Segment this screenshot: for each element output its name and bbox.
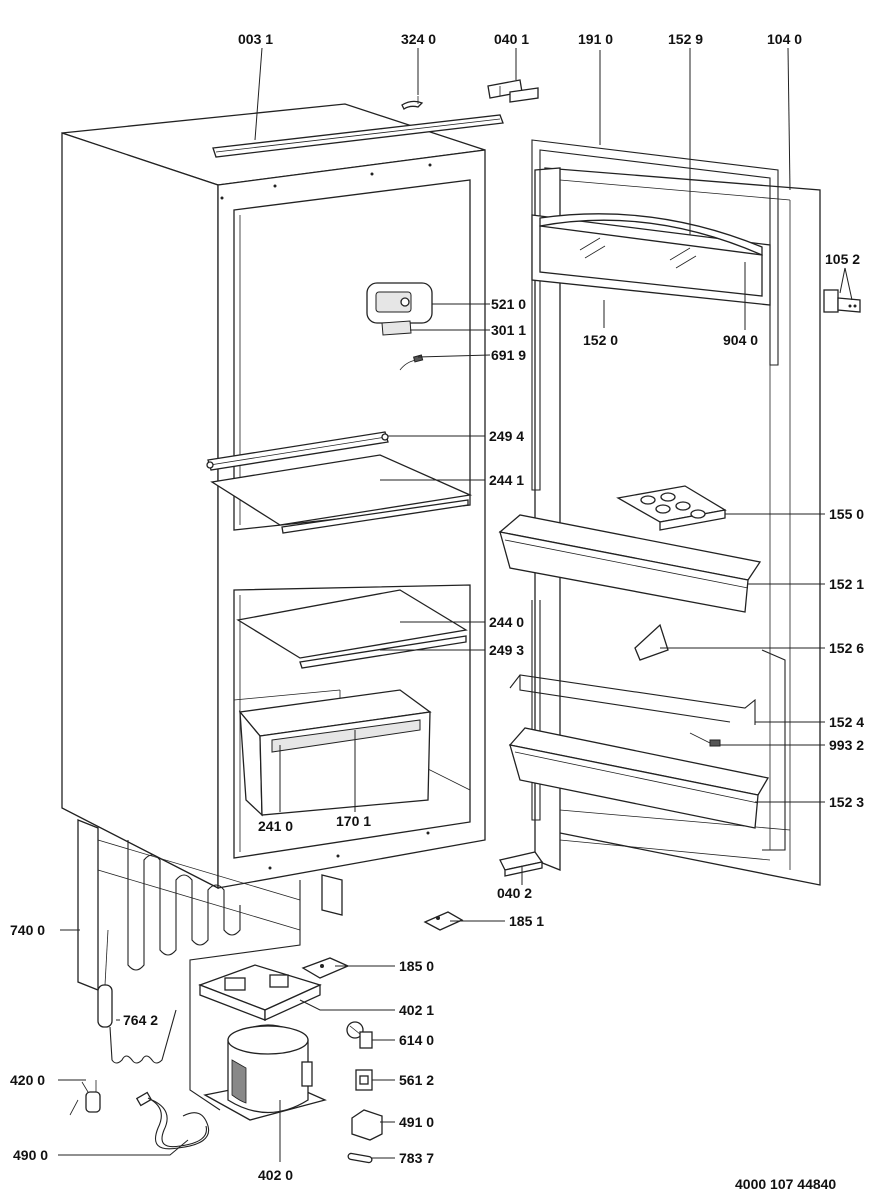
label-764-2: 764 2 (123, 1012, 158, 1028)
label-740-0: 740 0 (10, 922, 45, 938)
door-bin-lower (508, 727, 770, 829)
compressor (203, 1024, 327, 1121)
label-402-1: 402 1 (399, 1002, 434, 1018)
label-783-7: 783 7 (399, 1150, 434, 1166)
compressor-mount (198, 964, 322, 1022)
label-614-0: 614 0 (399, 1032, 434, 1048)
label-249-3: 249 3 (489, 642, 524, 658)
label-420-0: 420 0 (10, 1072, 45, 1088)
shelf-trim-upper (206, 431, 389, 471)
label-490-0: 490 0 (13, 1147, 48, 1163)
label-152-4: 152 4 (829, 714, 864, 730)
document-reference: 4000 107 44840 (735, 1176, 836, 1192)
door-bin-upper (498, 514, 762, 613)
hinge-pin (401, 96, 424, 110)
label-904-0: 904 0 (723, 332, 758, 348)
door-gasket-lower (531, 600, 541, 821)
bracket-185-1 (423, 911, 464, 931)
label-324-0: 324 0 (401, 31, 436, 47)
bin-divider (634, 623, 669, 661)
label-491-0: 491 0 (399, 1114, 434, 1130)
top-rail (212, 114, 504, 158)
glass-shelf-lower (236, 589, 468, 659)
crisper-drawer (238, 689, 432, 817)
label-040-1: 040 1 (494, 31, 529, 47)
power-cord (135, 1091, 210, 1150)
label-301-1: 301 1 (491, 322, 526, 338)
label-561-2: 561 2 (399, 1072, 434, 1088)
label-185-0: 185 0 (399, 958, 434, 974)
label-040-2: 040 2 (497, 885, 532, 901)
shelf-trim-lower (299, 635, 467, 669)
shelf-rear-trim (281, 499, 469, 534)
label-993-2: 993 2 (829, 737, 864, 753)
starter-relay (346, 1021, 373, 1049)
label-plate (381, 320, 412, 336)
door-gasket (531, 139, 779, 491)
label-244-1: 244 1 (489, 472, 524, 488)
lower-hinge (823, 289, 861, 313)
relay-cover (351, 1109, 383, 1141)
label-152-9: 152 9 (668, 31, 703, 47)
egg-tray (616, 485, 727, 531)
label-521-0: 521 0 (491, 296, 526, 312)
label-402-0: 402 0 (258, 1167, 293, 1183)
lower-hinge-bracket (499, 851, 544, 877)
part-labels: 003 1 324 0 040 1 191 0 152 9 104 0 105 … (10, 31, 864, 1192)
leader-lines (58, 47, 853, 1162)
capacitor (69, 1080, 101, 1116)
bracket-185-0 (301, 957, 350, 979)
label-244-0: 244 0 (489, 614, 524, 630)
label-191-0: 191 0 (578, 31, 613, 47)
label-170-1: 170 1 (336, 813, 371, 829)
label-003-1: 003 1 (238, 31, 273, 47)
bottle-retainer (509, 674, 756, 725)
label-104-0: 104 0 (767, 31, 802, 47)
label-691-9: 691 9 (491, 347, 526, 363)
door-switch (689, 732, 721, 747)
condenser (77, 819, 343, 1111)
filter-dryer (97, 929, 177, 1064)
label-152-0: 152 0 (583, 332, 618, 348)
butter-compartment (531, 213, 771, 306)
glass-shelf-upper (210, 454, 473, 526)
thermostat-housing (366, 282, 433, 324)
label-185-1: 185 1 (509, 913, 544, 929)
label-152-6: 152 6 (829, 640, 864, 656)
sleeve-783-7 (347, 1152, 373, 1164)
label-152-1: 152 1 (829, 576, 864, 592)
label-152-3: 152 3 (829, 794, 864, 810)
upper-hinge-bracket (487, 79, 539, 103)
label-249-4: 249 4 (489, 428, 524, 444)
label-241-0: 241 0 (258, 818, 293, 834)
label-155-0: 155 0 (829, 506, 864, 522)
overload-protector (355, 1069, 373, 1091)
label-105-2: 105 2 (825, 251, 860, 267)
